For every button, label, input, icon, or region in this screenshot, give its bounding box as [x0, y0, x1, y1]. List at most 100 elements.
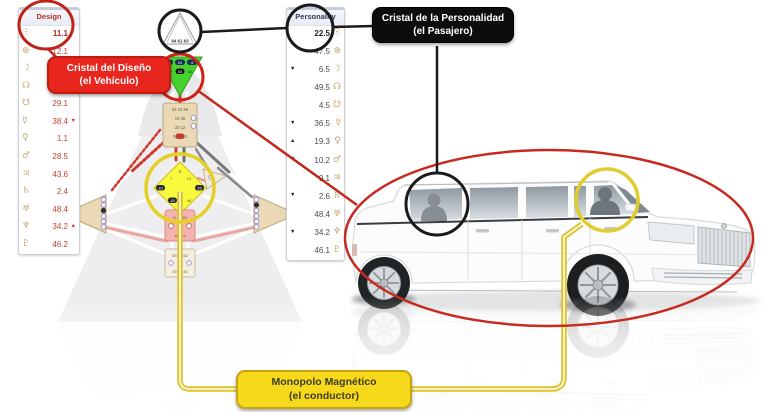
- jupiter-glyph: ♃: [332, 172, 341, 183]
- sun-glyph: ☉: [332, 28, 341, 38]
- pluto-glyph: ♇: [22, 238, 31, 249]
- gate-line-value: 1.1: [56, 134, 68, 144]
- planet-row-uranus: ♅48.4: [22, 204, 76, 214]
- gate-line-value: 28.5: [52, 152, 68, 162]
- design-crystal-label: Cristal del Diseño (el Vehículo): [47, 56, 171, 94]
- g-gate: 10: [158, 185, 163, 190]
- limousine: [350, 180, 760, 316]
- sacral-gates-row: 5 14 29: [173, 215, 187, 220]
- moon-glyph: ☽: [332, 64, 341, 75]
- gate-line-value: 6.5: [318, 65, 330, 75]
- gate-line-value: 46.1: [314, 245, 330, 255]
- planet-row-south-node: 4.5☋: [290, 100, 341, 111]
- planet-row-venus: ♀ 1.1: [22, 133, 76, 144]
- sacral-gates-row: 42 3 9: [174, 234, 186, 239]
- gate-line-value: 19.3: [314, 137, 330, 147]
- motion-arrow-icon: ▼: [290, 120, 296, 127]
- planet-row-mercury: ▼ 36.5 ☿: [290, 118, 341, 129]
- design-crystal-title: Cristal del Diseño: [66, 63, 152, 74]
- planet-row-north-node: 49.5☊: [290, 83, 341, 93]
- side-mirror: [624, 203, 637, 212]
- throat-gates-row: 62 23 56: [172, 107, 189, 112]
- mars-glyph: ♂: [332, 154, 341, 165]
- planet-row-uranus: 48.4♅: [290, 209, 341, 219]
- sacral-center: 5 14 29 42 3 9: [164, 209, 196, 242]
- moon-glyph: ☽: [22, 63, 31, 74]
- personality-crystal-subtitle: (el Pasajero): [413, 26, 473, 37]
- south-node-glyph: ☋: [333, 100, 341, 111]
- planet-row-neptune: ▼34.2♆: [290, 227, 341, 237]
- personality-crystal-label: Cristal de la Personalidad (el Pasajero): [372, 7, 514, 43]
- sun-glyph: ☉: [22, 28, 31, 38]
- venus-glyph: ♀: [22, 133, 29, 144]
- magnetic-monopole-subtitle: (el conductor): [289, 389, 359, 402]
- planet-row-jupiter: ♃ 43.6: [22, 168, 76, 179]
- mercury-glyph: ☿: [335, 118, 341, 129]
- gate-line-value: 46.2: [52, 239, 68, 249]
- personality-column: Personality 22.5☉ 47.5⊕ ▼ 6.5☽ 49.5☊ 4.5☋ ▼ 36.…: [286, 7, 345, 261]
- personality-column-rows: 22.5☉ 47.5⊕ ▼ 6.5☽ 49.5☊ 4.5☋ ▼ 36.5 ☿ ▲ 19.3 ♀ ▼ 10.…: [287, 26, 344, 260]
- motion-arrow-icon: ▲: [70, 223, 76, 230]
- magnetic-monopole-label: Monopolo Magnético (el conductor): [236, 370, 412, 410]
- gate-line-value: 4.5: [318, 101, 330, 111]
- jupiter-glyph: ♃: [22, 168, 31, 179]
- g-gate: 13: [187, 176, 192, 181]
- gate-line-value: 49.5: [314, 83, 330, 93]
- gate-line-value: 29.1: [52, 99, 68, 109]
- planet-row-earth: 47.5⊕: [290, 46, 341, 57]
- design-crystal-subtitle: (el Vehículo): [79, 76, 139, 87]
- gate-line-value: 10.2: [314, 155, 330, 165]
- planet-row-neptune: ♆34.2▲: [22, 222, 76, 232]
- g-gate: 46: [187, 198, 192, 203]
- gate-line-value: 48.4: [52, 204, 68, 214]
- planet-row-pluto: ♇ 46.2: [22, 238, 76, 249]
- north-node-glyph: ☊: [22, 80, 30, 91]
- planet-row-earth: ⊕12.1: [22, 46, 76, 56]
- motion-arrow-icon: ▼: [290, 65, 296, 72]
- gate-line-value: 43.6: [52, 169, 68, 179]
- throat-gates-row: 31 8 33: [173, 134, 188, 139]
- south-node-glyph: ☋: [22, 98, 30, 109]
- mars-glyph: ♂: [22, 151, 31, 162]
- head-gates-label: 64 61 63: [171, 39, 189, 44]
- gate-line-value: 48.4: [314, 209, 330, 219]
- gate-line-value: 34.2: [52, 222, 68, 232]
- planet-row-mars: ▼ 10.2♂: [290, 154, 341, 165]
- gate-line-value: 36.5: [314, 119, 330, 129]
- root-gates-row: 19 39 41: [172, 269, 188, 274]
- planet-row-venus: ▲ 19.3 ♀: [290, 136, 341, 147]
- gate-line-value: 9.1: [318, 173, 330, 183]
- earth-glyph: ⊕: [333, 46, 341, 57]
- root-center: 53 60 52 19 39 41: [164, 248, 196, 278]
- headlight: [647, 221, 695, 245]
- planet-row-sun: 22.5☉: [290, 28, 341, 39]
- planet-row-jupiter: 9.1♃: [290, 172, 341, 183]
- motion-arrow-icon: ▼: [290, 192, 296, 199]
- planet-row-pluto: 46.1♇: [290, 245, 341, 255]
- gate-line-value: 47.5: [314, 47, 330, 57]
- motion-arrow-icon: ▲: [290, 138, 296, 145]
- throat-gates-row: 20 12: [175, 125, 186, 130]
- throat-center: 62 23 56 16 35 20 12 31 8 33: [162, 102, 198, 148]
- planet-row-mars: ♂ 28.5: [22, 151, 76, 162]
- ajna-gate: 24: [178, 60, 183, 65]
- venus-glyph: ♀: [334, 136, 341, 147]
- mercury-glyph: ☿: [22, 115, 28, 126]
- motion-arrow-icon: ▼: [70, 117, 76, 124]
- motion-arrow-icon: ▼: [290, 156, 296, 163]
- gate-line-value: 38.4: [52, 116, 68, 126]
- gate-line-value: 12.1: [52, 46, 68, 56]
- saturn-glyph: ♄: [332, 190, 341, 201]
- saturn-glyph: ♄: [22, 186, 31, 197]
- personality-crystal-title: Cristal de la Personalidad: [381, 13, 505, 24]
- magnetic-monopole-title: Monopolo Magnético: [271, 376, 377, 388]
- tail-light: [352, 244, 357, 256]
- planet-row-mercury: ☿ 38.4▼: [22, 115, 76, 126]
- throat-gates-row: 16 35: [175, 116, 186, 121]
- gate-line-value: 2.4: [56, 187, 68, 197]
- planet-row-saturn: ♄ 2.4: [22, 186, 76, 197]
- ajna-gate: 43: [178, 69, 183, 74]
- design-column: Design ☉11.1⊕12.1☽☊30.1☋29.1☿38.4▼♀1.1♂2…: [18, 7, 80, 255]
- personality-column-header: Personality: [287, 8, 344, 26]
